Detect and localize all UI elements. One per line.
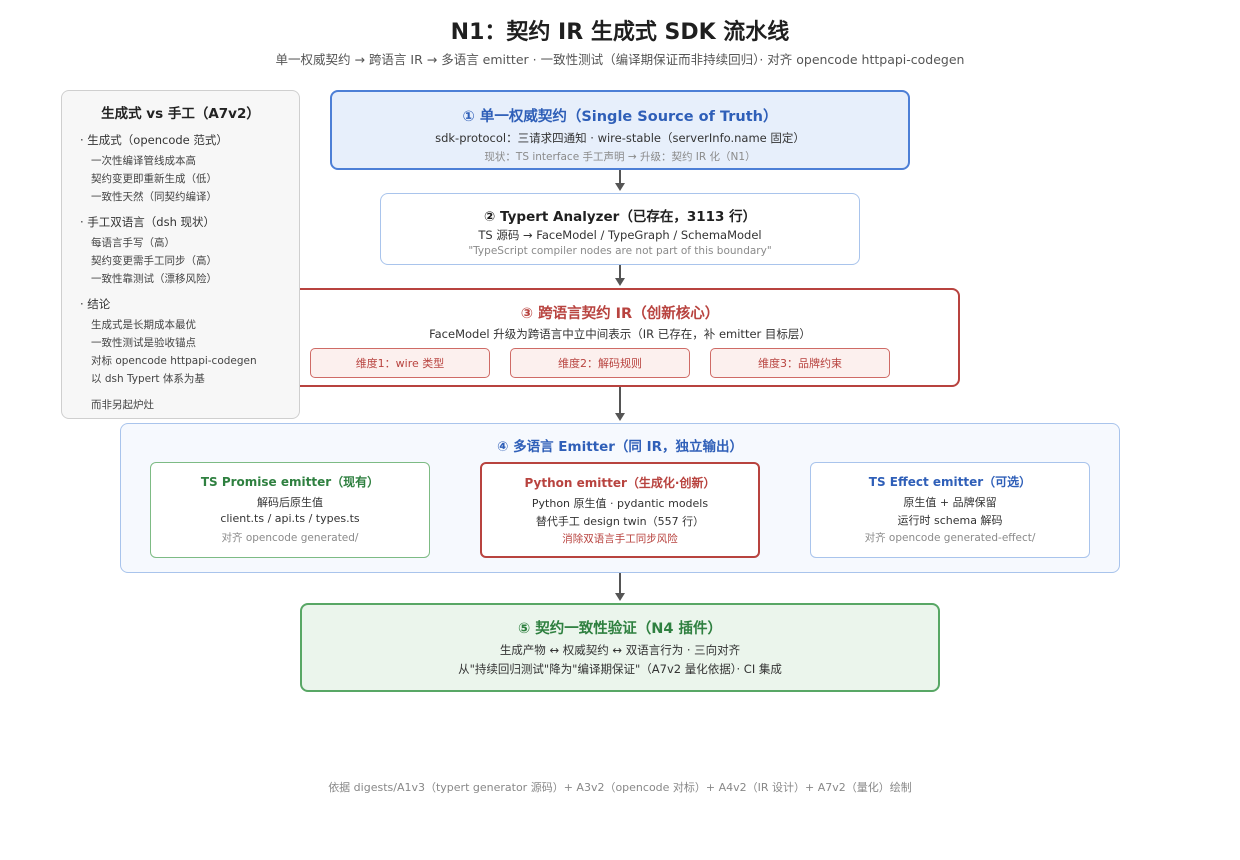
emitter-title: TS Promise emitter（现有） bbox=[200, 475, 380, 489]
section-heading-conclusion: · 结论 bbox=[80, 297, 111, 311]
emitter-line: client.ts / api.ts / types.ts bbox=[220, 512, 360, 525]
dimension-decode-rules: 维度2：解码规则 bbox=[510, 348, 690, 378]
stage-5-line-2: 从"持续回归测试"降为"编译期保证"（A7v2 量化依据）· CI 集成 bbox=[458, 662, 782, 676]
emitter-python: Python emitter（生成化·创新） Python 原生值 · pyda… bbox=[480, 462, 760, 558]
emitter-note: 消除双语言手工同步风险 bbox=[562, 533, 678, 545]
list-item: 对标 opencode httpapi-codegen bbox=[91, 355, 257, 367]
stage-5-title: ⑤ 契约一致性验证（N4 插件） bbox=[517, 621, 723, 637]
comparison-title: 生成式 vs 手工（A7v2） bbox=[101, 106, 260, 122]
arrow-4-5 bbox=[619, 573, 621, 593]
emitter-title: TS Effect emitter（可选） bbox=[868, 475, 1032, 489]
emitter-ts-promise: TS Promise emitter（现有） 解码后原生值 client.ts … bbox=[150, 462, 430, 558]
emitter-line: 原生值 + 品牌保留 bbox=[903, 496, 997, 509]
stage-1-title: ① 单一权威契约（Single Source of Truth） bbox=[462, 109, 778, 125]
page-subtitle: 单一权威契约 → 跨语言 IR → 多语言 emitter · 一致性测试（编译… bbox=[275, 52, 965, 67]
stage-1-line-2: 现状：TS interface 手工声明 → 升级：契约 IR 化（N1） bbox=[484, 151, 756, 163]
list-item: 一致性靠测试（漂移风险） bbox=[91, 273, 217, 285]
arrow-head-2-3 bbox=[615, 278, 625, 286]
stage-2-title: ② Typert Analyzer（已存在，3113 行） bbox=[483, 209, 757, 225]
section-heading-manual: · 手工双语言（dsh 现状） bbox=[80, 215, 216, 229]
list-item: 以 dsh Typert 体系为基 bbox=[91, 373, 205, 385]
emitter-line: 替代手工 design twin（557 行） bbox=[535, 515, 705, 528]
stage-1-line-1: sdk-protocol：三请求四通知 · wire-stable（server… bbox=[435, 131, 805, 145]
emitter-line: 解码后原生值 bbox=[257, 496, 323, 509]
section-heading-generated: · 生成式（opencode 范式） bbox=[80, 133, 228, 147]
arrow-1-2 bbox=[619, 170, 621, 183]
emitter-line: Python 原生值 · pydantic models bbox=[531, 497, 709, 510]
emitter-note: 对齐 opencode generated-effect/ bbox=[864, 532, 1036, 544]
list-item: 契约变更即重新生成（低） bbox=[91, 173, 217, 185]
emitter-line: 运行时 schema 解码 bbox=[897, 514, 1003, 527]
stage-1-source-of-truth: ① 单一权威契约（Single Source of Truth） sdk-pro… bbox=[330, 90, 910, 170]
stage-4-title: ④ 多语言 Emitter（同 IR，独立输出） bbox=[496, 439, 744, 455]
arrow-head-1-2 bbox=[615, 183, 625, 191]
source-footer: 依据 digests/A1v3（typert generator 源码）+ A3… bbox=[328, 781, 912, 794]
stage-5-line-1: 生成产物 ↔ 权威契约 ↔ 双语言行为 · 三向对齐 bbox=[499, 643, 741, 657]
stage-2-typert-analyzer: ② Typert Analyzer（已存在，3113 行） TS 源码 → Fa… bbox=[380, 193, 860, 265]
emitter-title: Python emitter（生成化·创新） bbox=[524, 476, 716, 490]
arrow-3-4 bbox=[619, 387, 621, 413]
stage-3-title: ③ 跨语言契约 IR（创新核心） bbox=[520, 306, 720, 322]
list-item: 契约变更需手工同步（高） bbox=[91, 255, 217, 267]
stage-2-line-1: TS 源码 → FaceModel / TypeGraph / SchemaMo… bbox=[478, 228, 762, 242]
dimension-brand-constraint: 维度3：品牌约束 bbox=[710, 348, 890, 378]
stage-3-line-1: FaceModel 升级为跨语言中立中间表示（IR 已存在，补 emitter … bbox=[429, 327, 811, 341]
list-item: 生成式是长期成本最优 bbox=[91, 319, 196, 331]
arrow-2-3 bbox=[619, 265, 621, 278]
list-item: 一致性测试是验收锚点 bbox=[91, 337, 196, 349]
stage-2-line-2: "TypeScript compiler nodes are not part … bbox=[468, 245, 772, 257]
page-title: N1：契约 IR 生成式 SDK 流水线 bbox=[450, 20, 790, 45]
list-item: 每语言手写（高） bbox=[91, 237, 175, 249]
dimension-wire-type: 维度1：wire 类型 bbox=[310, 348, 490, 378]
stage-5-consistency-verification: ⑤ 契约一致性验证（N4 插件） 生成产物 ↔ 权威契约 ↔ 双语言行为 · 三… bbox=[300, 603, 940, 692]
arrow-head-3-4 bbox=[615, 413, 625, 421]
list-item: 一致性天然（同契约编译） bbox=[91, 191, 217, 203]
comparison-panel: 生成式 vs 手工（A7v2） · 生成式（opencode 范式） 一次性编译… bbox=[61, 90, 300, 419]
emitter-note: 对齐 opencode generated/ bbox=[221, 532, 359, 544]
comparison-footnote: 而非另起炉灶 bbox=[91, 399, 154, 411]
arrow-head-4-5 bbox=[615, 593, 625, 601]
list-item: 一次性编译管线成本高 bbox=[91, 155, 196, 167]
emitter-ts-effect: TS Effect emitter（可选） 原生值 + 品牌保留 运行时 sch… bbox=[810, 462, 1090, 558]
